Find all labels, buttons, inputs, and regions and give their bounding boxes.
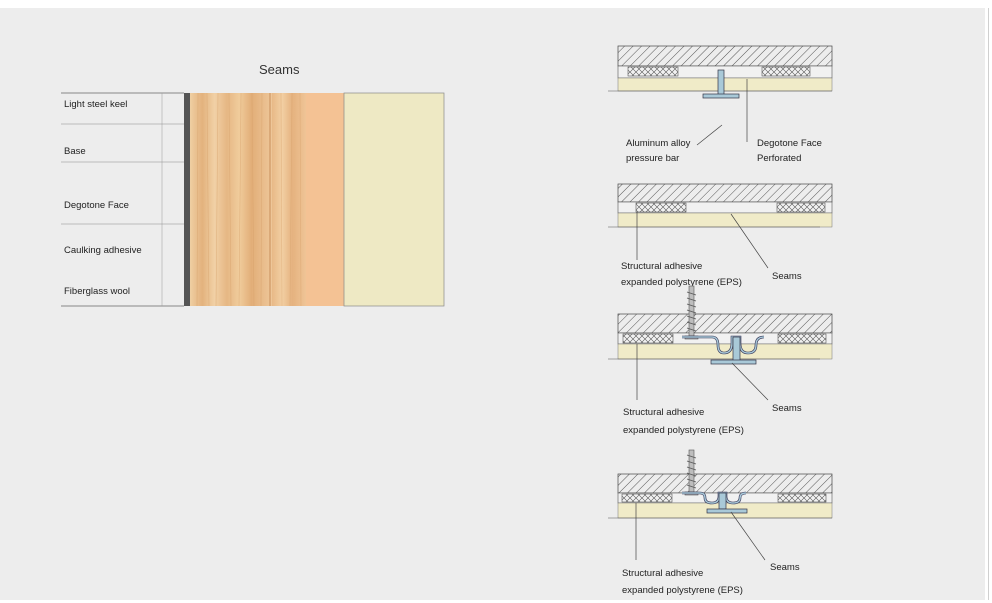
- layer-label-base: Base: [64, 146, 86, 157]
- detail-2-seams: Structural adhesive expanded polystyrene…: [608, 183, 833, 288]
- label-structural-adhesive-3: Structural adhesive: [623, 407, 704, 418]
- label-seams: Seams: [772, 271, 802, 282]
- caulking-layer: [306, 93, 344, 306]
- left-section-diagram: Seams Light steel keel Base Degotone Fac…: [61, 62, 445, 307]
- label-structural-adhesive: Structural adhesive: [621, 261, 702, 272]
- pressure-bar-flange: [702, 93, 740, 99]
- label-structural-adhesive-4: Structural adhesive: [622, 568, 703, 579]
- label-perforated: Perforated: [757, 153, 801, 164]
- detail-1-pressure-bar: Aluminum alloy pressure bar Degotone Fac…: [608, 45, 833, 164]
- fiberglass-wool-layer: [343, 92, 445, 307]
- wood-grain: [196, 92, 263, 307]
- label-degotone-face: Degotone Face: [757, 138, 822, 149]
- scrollbar-divider: [988, 8, 989, 600]
- section-title: Seams: [259, 62, 300, 77]
- label-eps: expanded polystyrene (EPS): [621, 277, 742, 288]
- detail-4-seams-clip: Structural adhesive expanded polystyrene…: [608, 449, 833, 596]
- label-pressure-bar: pressure bar: [626, 153, 679, 164]
- layer-label-list: Light steel keel Base Degotone Face Caul…: [61, 92, 184, 307]
- layer-label-fiberglass-wool: Fiberglass wool: [64, 286, 130, 297]
- detail-3-seams-clip: Structural adhesive expanded polystyrene…: [608, 285, 833, 436]
- layer-label-caulking-adhesive: Caulking adhesive: [64, 245, 142, 256]
- layer-label-degotone-face: Degotone Face: [64, 200, 129, 211]
- label-aluminum-alloy: Aluminum alloy: [626, 138, 691, 149]
- label-seams-3: Seams: [772, 403, 802, 414]
- label-eps-3: expanded polystyrene (EPS): [623, 425, 744, 436]
- wood-face-panel: [190, 93, 272, 306]
- keel-strip: [184, 93, 190, 306]
- pressure-bar-stem: [717, 69, 725, 98]
- label-seams-4: Seams: [770, 562, 800, 573]
- layer-label-light-steel-keel: Light steel keel: [64, 99, 127, 110]
- label-eps-4: expanded polystyrene (EPS): [622, 585, 743, 596]
